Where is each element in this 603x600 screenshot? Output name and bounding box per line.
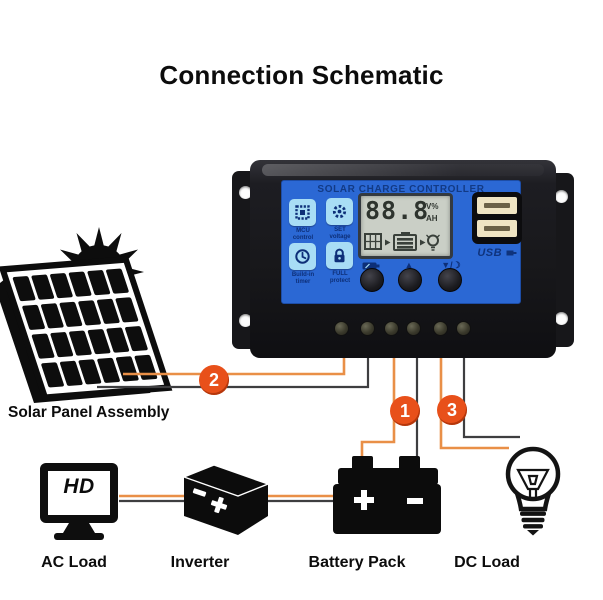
down-button-symbol: ▼/☽ [441,260,461,270]
up-button [398,268,422,292]
load-symbol-icon [362,262,380,270]
wire-solar-positive [123,352,346,376]
set-voltage-button [326,198,353,225]
built-in-timer-button [289,243,316,270]
lcd-status-icons [364,232,440,251]
step-badge-battery: 1 [390,396,420,426]
screw-hole [238,313,252,327]
wires [97,352,520,503]
lcd-bulb-icon [427,234,439,247]
clock-icon [295,249,310,264]
terminal-screw-battery-negative [405,320,421,336]
chip-icon [295,205,310,220]
housing-glare [262,164,544,176]
full-protect-button [326,242,353,269]
screw-hole [554,189,568,203]
lcd-battery-icon [393,234,417,251]
lcd-unit-volts: V% [426,202,439,211]
down-button [438,268,462,292]
screw-hole [238,185,252,199]
up-button-symbol: ▲ [404,260,414,270]
terminal-screw-battery-positive [383,320,399,336]
solar-panel-icon [0,256,173,403]
wire-solar-negative [97,352,370,389]
mcu-control-button [289,199,316,226]
terminal-screw-solar-positive [333,320,349,336]
wire-battery-positive [360,352,396,458]
wire-dcload-positive [439,352,509,450]
ac-load-screen-text: HD [63,475,95,498]
lcd-value: 88.8 [365,196,430,225]
controller-title: SOLAR CHARGE CONTROLLER [317,184,485,195]
solar-charge-controller: SOLAR CHARGE CONTROLLER [228,158,578,360]
battery-pack-label: Battery Pack [308,554,406,571]
lcd-arrow-icon [420,239,426,246]
lcd-unit-ah: AH [426,214,438,223]
menu-button [360,268,384,292]
battery-pack-icon [333,456,441,534]
terminal-screw-load-positive [432,320,448,336]
step-badge-solar: 2 [199,365,229,395]
lock-icon [334,248,345,263]
inverter-icon [182,464,270,535]
page-title: Connection Schematic [159,60,444,90]
controller-faceplate: SOLAR CHARGE CONTROLLER [281,180,524,304]
gear-icon [332,204,347,219]
wire-dcload-negative [462,352,520,439]
usb-slot [477,220,517,237]
usb-slot [477,197,517,214]
step-badge-dc-load: 3 [437,395,467,425]
screw-hole [554,311,568,325]
terminal-screw-solar-negative [359,320,375,336]
usb-label: USB [470,247,524,259]
usb-ports [472,192,522,244]
usb-plug-icon [506,250,517,256]
ac-load-icon [40,463,118,540]
dc-load-label: DC Load [454,554,520,571]
lcd-display: 88.8 V% AH [358,193,453,259]
dc-load-icon [505,446,561,536]
solar-panel-label: Solar Panel Assembly [8,404,170,421]
terminal-screw-load-negative [455,320,471,336]
lcd-arrow-icon [385,239,391,246]
inverter-label: Inverter [170,554,230,571]
ac-load-label: AC Load [41,554,107,571]
